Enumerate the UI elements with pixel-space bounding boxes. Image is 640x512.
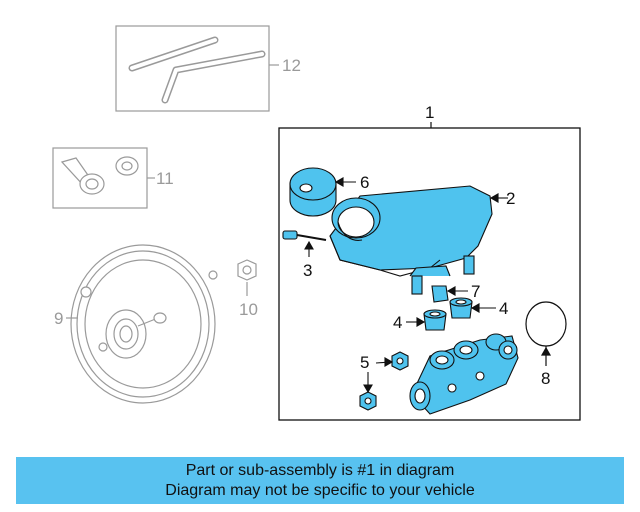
- callout-3: 3: [303, 261, 312, 280]
- part-10-nut: [237, 259, 257, 296]
- part-7-clip: [431, 285, 468, 303]
- callout-4-right: 4: [499, 299, 508, 318]
- callout-1: 1: [425, 103, 434, 122]
- callout-12: 12: [282, 56, 301, 75]
- callout-6: 6: [360, 173, 369, 192]
- callout-5: 5: [360, 353, 369, 372]
- part-6-reservoir-cap: [289, 167, 356, 217]
- part-2-fluid-reservoir: [329, 185, 508, 295]
- callout-11: 11: [156, 169, 174, 188]
- part-11-check-valve: [52, 147, 155, 209]
- part-5-nuts: [359, 351, 409, 411]
- callout-10: 10: [239, 300, 258, 319]
- part-9-brake-booster: [66, 244, 218, 404]
- banner-line-2: Diagram may not be specific to your vehi…: [165, 482, 475, 499]
- callout-8: 8: [541, 369, 550, 388]
- callout-4-left: 4: [393, 313, 402, 332]
- part-3-level-sensor: [282, 230, 327, 257]
- callout-2: 2: [506, 189, 515, 208]
- banner-line-1: Part or sub-assembly is #1 in diagram: [185, 462, 455, 479]
- master-cylinder-body: [409, 333, 519, 415]
- info-banner: Part or sub-assembly is #1 in diagram Di…: [16, 457, 624, 504]
- part-12-box: [115, 25, 270, 112]
- assembly-1-box: [278, 127, 581, 421]
- callout-9: 9: [54, 309, 63, 328]
- part-12-brake-lines: [115, 25, 279, 112]
- callout-7: 7: [471, 282, 480, 301]
- part-4-grommets: [406, 297, 496, 331]
- part-8-seal: [525, 301, 567, 366]
